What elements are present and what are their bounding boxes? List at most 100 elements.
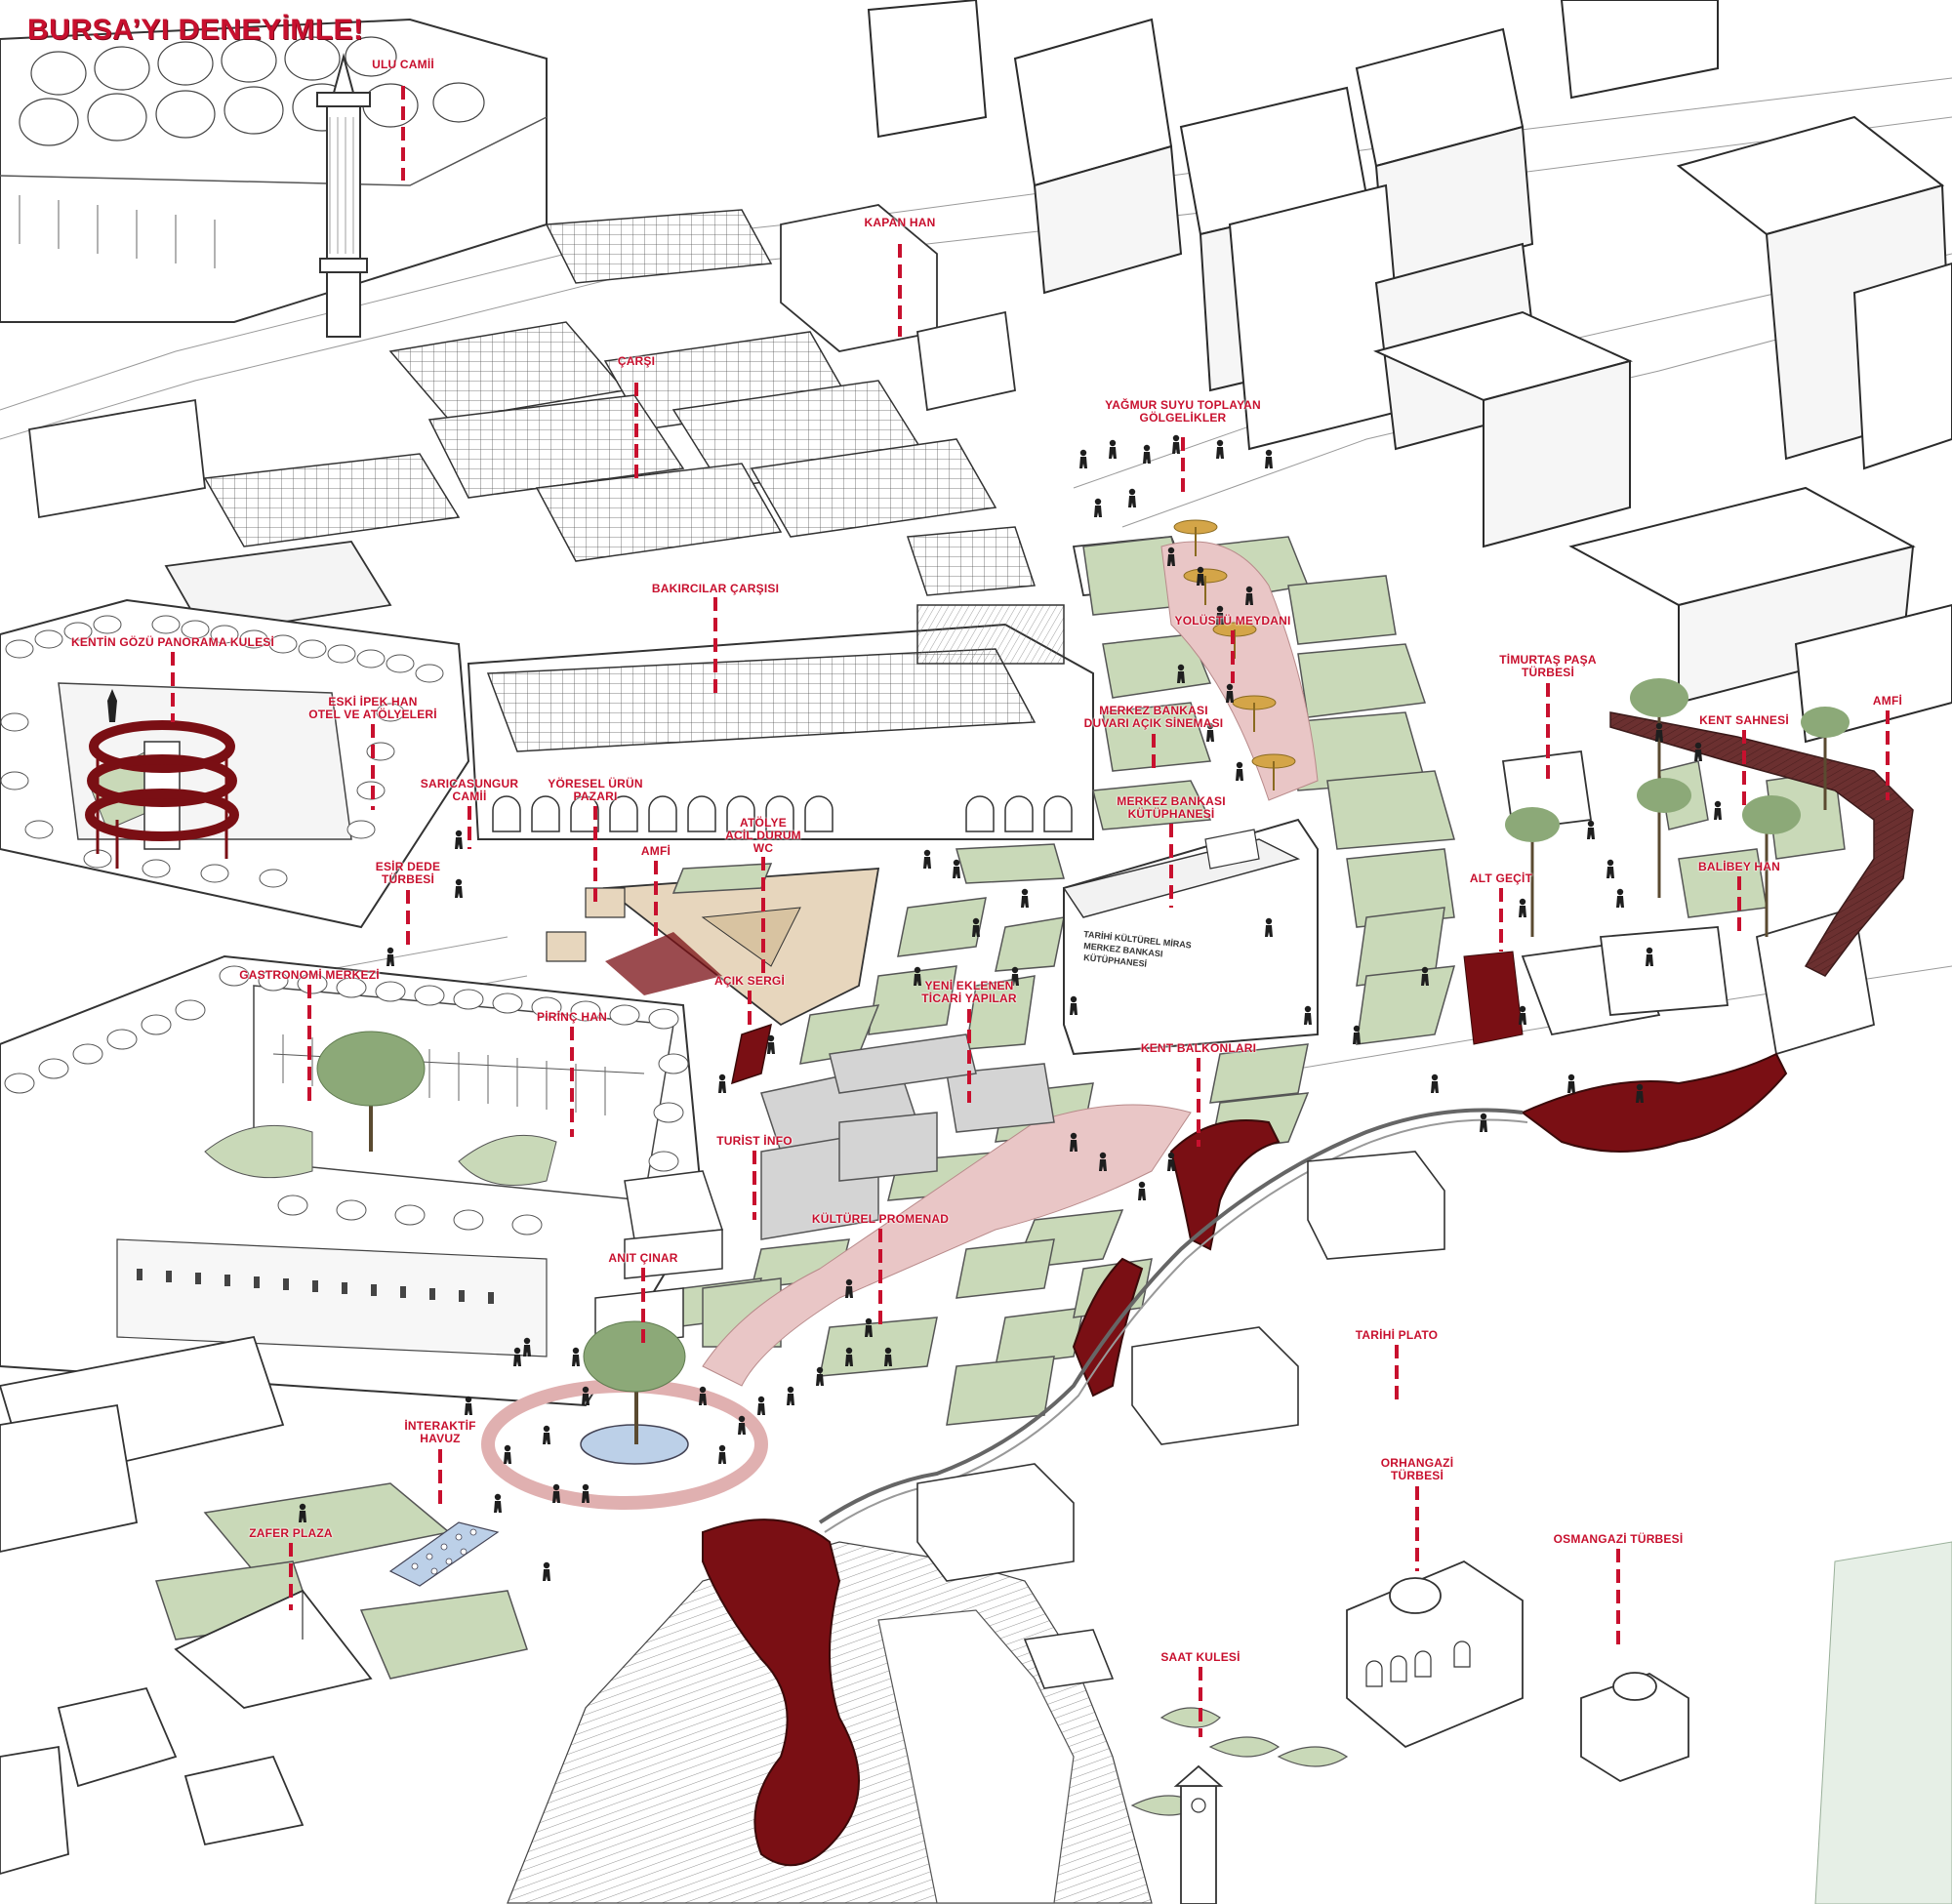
person-silhouette (1070, 1132, 1078, 1152)
trees-east (1505, 678, 1850, 937)
person-silhouette (1567, 1074, 1575, 1093)
panorama-tower (85, 689, 239, 869)
label-ulu-camii: ULU CAMİİ (372, 58, 434, 71)
label-alt-gecit: ALT GEÇİT (1469, 871, 1533, 885)
person-silhouette (1109, 439, 1117, 459)
person-silhouette (923, 849, 931, 869)
carsi-solar-canopy (203, 209, 1037, 596)
tarihi-plato-garden (1130, 1707, 1349, 1816)
zafer-plaza (174, 1589, 373, 1709)
person-silhouette (953, 859, 960, 878)
label-gastronomi: GASTRONOMİ MERKEZİ (239, 968, 380, 982)
person-silhouette (494, 1493, 502, 1513)
person-silhouette (1236, 761, 1243, 781)
person-silhouette (787, 1386, 794, 1405)
person-silhouette (1519, 898, 1526, 917)
person-silhouette (1206, 722, 1214, 742)
osmangazi-turbesi (1580, 1672, 1689, 1782)
person-silhouette (1167, 1152, 1175, 1171)
person-silhouette (582, 1386, 590, 1405)
person-silhouette (845, 1278, 853, 1298)
people-silhouettes (299, 434, 1722, 1581)
eski-ipek-han-building (0, 598, 470, 929)
pirinc-han-building (0, 954, 705, 1407)
person-silhouette (1636, 1083, 1644, 1103)
person-silhouette (504, 1444, 511, 1464)
bottom-left-blocks (0, 1335, 305, 1875)
person-silhouette (1655, 722, 1663, 742)
historic-houses (916, 1151, 1445, 1689)
person-silhouette (523, 1337, 531, 1357)
person-silhouette (1265, 917, 1273, 937)
label-kulturel-promenad: KÜLTÜREL PROMENAD (811, 1212, 950, 1226)
label-kentin-gozu: KENTİN GÖZÜ PANORAMA KULESİ (70, 635, 275, 649)
person-silhouette (552, 1483, 560, 1503)
person-silhouette (1226, 683, 1234, 703)
label-turist-info: TURİST İNFO (716, 1134, 793, 1148)
new-commercial-buildings (760, 1033, 1055, 1240)
person-silhouette (1519, 1005, 1526, 1025)
orhangazi-turbesi (1346, 1560, 1524, 1749)
green-edge (1814, 1541, 1952, 1904)
label-zafer-plaza: ZAFER PLAZA (249, 1526, 333, 1540)
person-silhouette (1353, 1025, 1361, 1044)
person-silhouette (1177, 664, 1185, 683)
label-leader-lines (171, 86, 1890, 1737)
person-silhouette (1587, 820, 1595, 839)
person-silhouette (386, 947, 394, 966)
cliff-face (877, 1609, 1075, 1904)
person-silhouette (718, 1444, 726, 1464)
label-saat-kulesi: SAAT KULESİ (1160, 1650, 1240, 1664)
city-blocks-northeast (867, 0, 1952, 744)
person-silhouette (1646, 947, 1653, 966)
label-tarihi-plato: TARİHİ PLATO (1355, 1328, 1439, 1342)
person-silhouette (1606, 859, 1614, 878)
person-silhouette (1245, 586, 1253, 605)
person-silhouette (1265, 449, 1273, 468)
person-silhouette (1616, 888, 1624, 908)
label-balibey-han: BALİBEY HAN (1698, 860, 1780, 873)
person-silhouette (699, 1386, 707, 1405)
label-kent-balkonlari: KENT BALKONLARI (1140, 1041, 1257, 1055)
person-silhouette (1011, 966, 1019, 986)
person-silhouette (1480, 1113, 1487, 1132)
person-silhouette (299, 1503, 306, 1522)
bakircilar-carsisi-building (467, 604, 1094, 840)
merkez-bankasi-building: TARİHİ KÜLTÜREL MİRAS MERKEZ BANKASI KÜT… (1062, 818, 1319, 1056)
person-silhouette (757, 1396, 765, 1415)
person-silhouette (1304, 1005, 1312, 1025)
person-silhouette (1070, 995, 1078, 1015)
person-silhouette (1172, 434, 1180, 454)
ulu-camii-building (0, 18, 548, 338)
label-kent-sahnesi: KENT SAHNESİ (1699, 713, 1789, 727)
person-silhouette (513, 1347, 521, 1366)
anit-cinar-plaza (481, 1320, 768, 1510)
label-kapan-han: KAPAN HAN (864, 216, 936, 229)
person-silhouette (1079, 449, 1087, 468)
interaktif-havuz (388, 1521, 500, 1587)
person-silhouette (582, 1483, 590, 1503)
person-silhouette (1094, 498, 1102, 517)
label-carsi: ÇARŞI (617, 354, 656, 368)
person-silhouette (572, 1347, 580, 1366)
saat-kulesi (1173, 1764, 1224, 1904)
label-bakircilar-carsisi: BAKIRCILAR ÇARŞISI (651, 582, 780, 595)
rain-collecting-canopies (1173, 519, 1296, 790)
person-silhouette (543, 1561, 550, 1581)
person-silhouette (845, 1347, 853, 1366)
person-silhouette (1021, 888, 1029, 908)
person-silhouette (1714, 800, 1722, 820)
person-silhouette (914, 966, 921, 986)
person-silhouette (1421, 966, 1429, 986)
